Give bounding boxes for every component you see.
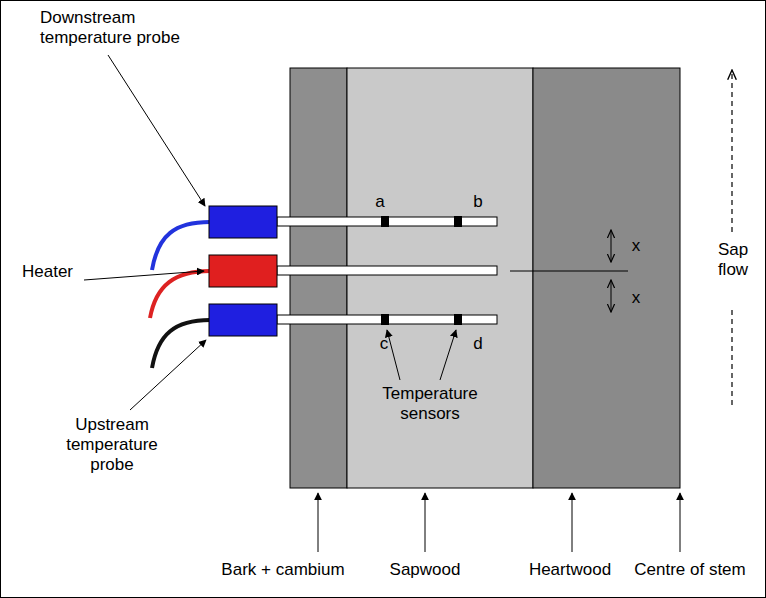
probe-rod	[277, 315, 497, 324]
spacing-arrow	[611, 280, 612, 312]
region-label: Sapwood	[375, 560, 475, 580]
leader-arrow	[680, 493, 681, 552]
sensor	[454, 216, 462, 227]
leader-arrow	[84, 271, 204, 280]
region-label: Bark + cambium	[208, 560, 358, 580]
probe-label: Upstream temperature probe	[62, 415, 162, 475]
spacing-arrow	[611, 230, 612, 262]
flow-arrow	[731, 306, 732, 405]
flow-label: Sap flow	[708, 240, 758, 280]
flow-arrow	[731, 70, 732, 232]
probe-head	[209, 304, 277, 336]
region-label: Centre of stem	[622, 560, 758, 580]
sensor	[381, 314, 389, 325]
axis-line	[510, 271, 628, 272]
sensor	[381, 216, 389, 227]
heartwood-band	[533, 68, 680, 488]
region-label: Heartwood	[510, 560, 630, 580]
spacing-label: x	[628, 288, 644, 308]
sensor	[454, 314, 462, 325]
heater-head	[209, 255, 277, 287]
leader-arrow	[108, 55, 205, 206]
probe-label: Heater	[22, 262, 92, 282]
sensor-letter: b	[470, 192, 486, 212]
sensor-label: Temperature sensors	[370, 384, 490, 424]
cable	[152, 222, 210, 270]
spacing-label: x	[628, 236, 644, 256]
leader-arrow	[130, 340, 206, 410]
leader-arrow	[387, 330, 400, 380]
leader-arrow	[318, 493, 319, 552]
leader-arrow	[425, 493, 426, 552]
probe-head	[209, 206, 277, 238]
probe-label: Downstream temperature probe	[40, 8, 190, 48]
leader-arrow	[572, 493, 573, 552]
sensor-letter: c	[376, 334, 392, 354]
sensor-letter: a	[372, 192, 388, 212]
leader-arrow	[440, 330, 456, 380]
cable	[150, 271, 210, 318]
heater-rod	[277, 266, 497, 275]
bark-band	[290, 68, 347, 488]
probe-rod	[277, 217, 497, 226]
sapwood-band	[347, 68, 533, 488]
sensor-letter: d	[470, 334, 486, 354]
